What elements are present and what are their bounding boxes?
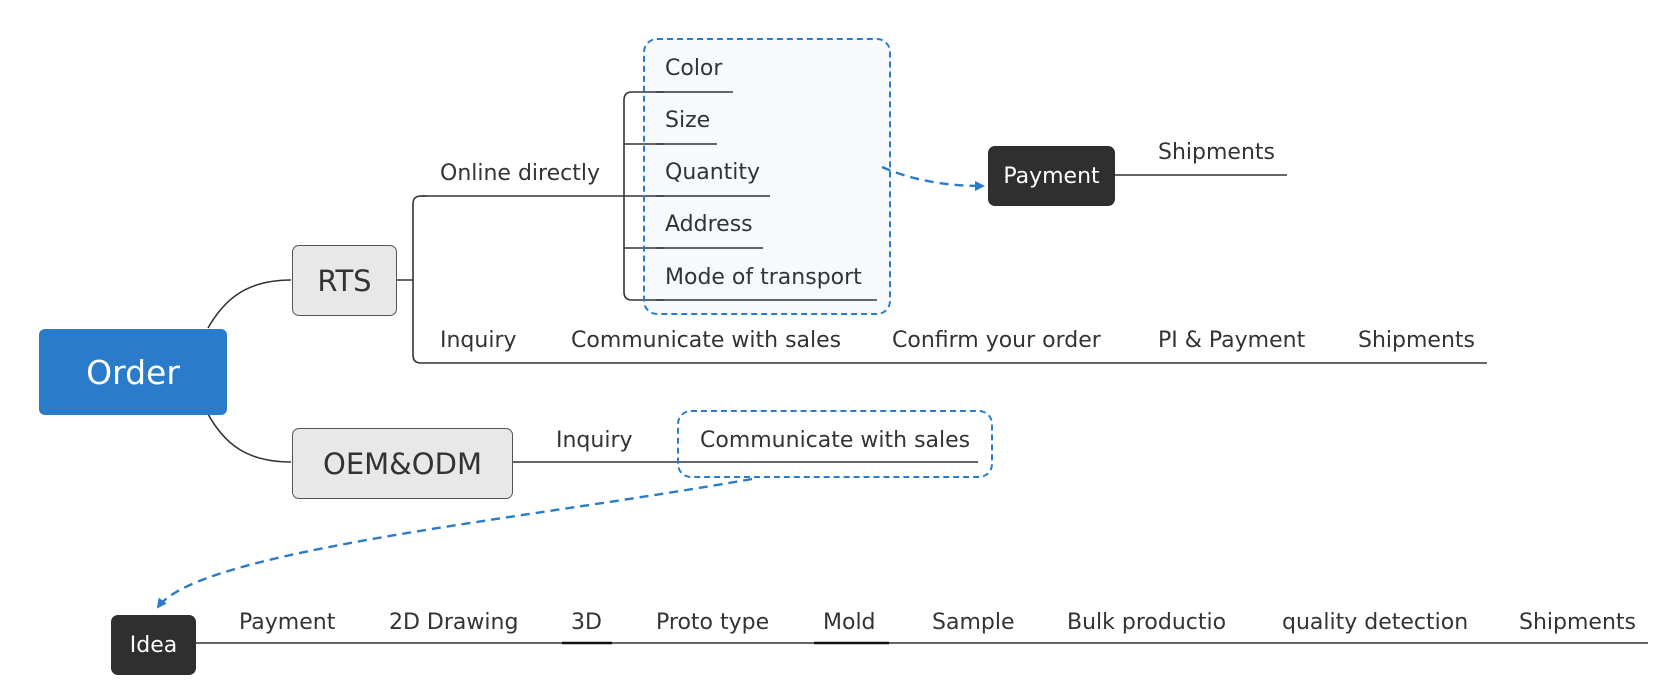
online-directly-label[interactable]: Online directly [440,161,600,186]
oem-odm-branch-label: OEM&ODM [323,446,482,481]
options-highlight-box [643,38,891,315]
rts-branch-node[interactable]: RTS [292,245,397,316]
rts-step-confirm[interactable]: Confirm your order [892,328,1101,353]
rts-step-pi-payment[interactable]: PI & Payment [1158,328,1306,353]
option-quantity[interactable]: Quantity [665,160,761,185]
idea-step-shipments[interactable]: Shipments [1519,610,1636,635]
idea-step-quality-detection[interactable]: quality detection [1282,610,1469,635]
idea-step-2d-drawing[interactable]: 2D Drawing [389,610,519,635]
idea-node-label: Idea [129,632,178,658]
payment-node-label: Payment [1003,163,1100,189]
rts-step-inquiry[interactable]: Inquiry [440,328,517,353]
order-root-label: Order [86,352,180,392]
communicate-to-idea-arrow [156,477,753,609]
idea-step-payment[interactable]: Payment [239,610,336,635]
option-size[interactable]: Size [665,108,711,133]
communicate-highlight-box [677,410,993,478]
oem-odm-branch-node[interactable]: OEM&ODM [292,428,513,499]
idea-step-bulk-production[interactable]: Bulk productio [1067,610,1227,635]
order-root-node[interactable]: Order [39,329,227,415]
rts-bracket [412,195,426,364]
rts-branch-label: RTS [317,263,372,298]
options-to-payment-arrow [881,165,985,191]
idea-step-3d[interactable]: 3D [571,610,602,635]
option-color[interactable]: Color [665,56,723,81]
idea-step-proto-type[interactable]: Proto type [656,610,770,635]
root-to-oem-connector [207,413,292,463]
idea-step-mold[interactable]: Mold [823,610,876,635]
idea-node[interactable]: Idea [111,615,196,675]
rts-step-shipments[interactable]: Shipments [1358,328,1475,353]
online-shipments-label[interactable]: Shipments [1158,140,1275,165]
option-address[interactable]: Address [665,212,753,237]
idea-step-sample[interactable]: Sample [932,610,1015,635]
oem-step-communicate[interactable]: Communicate with sales [700,428,971,453]
rts-step-communicate[interactable]: Communicate with sales [571,328,842,353]
payment-node[interactable]: Payment [988,146,1115,206]
option-mode-of-transport[interactable]: Mode of transport [665,265,862,290]
oem-step-inquiry[interactable]: Inquiry [556,428,633,453]
root-to-rts-connector [207,279,292,329]
